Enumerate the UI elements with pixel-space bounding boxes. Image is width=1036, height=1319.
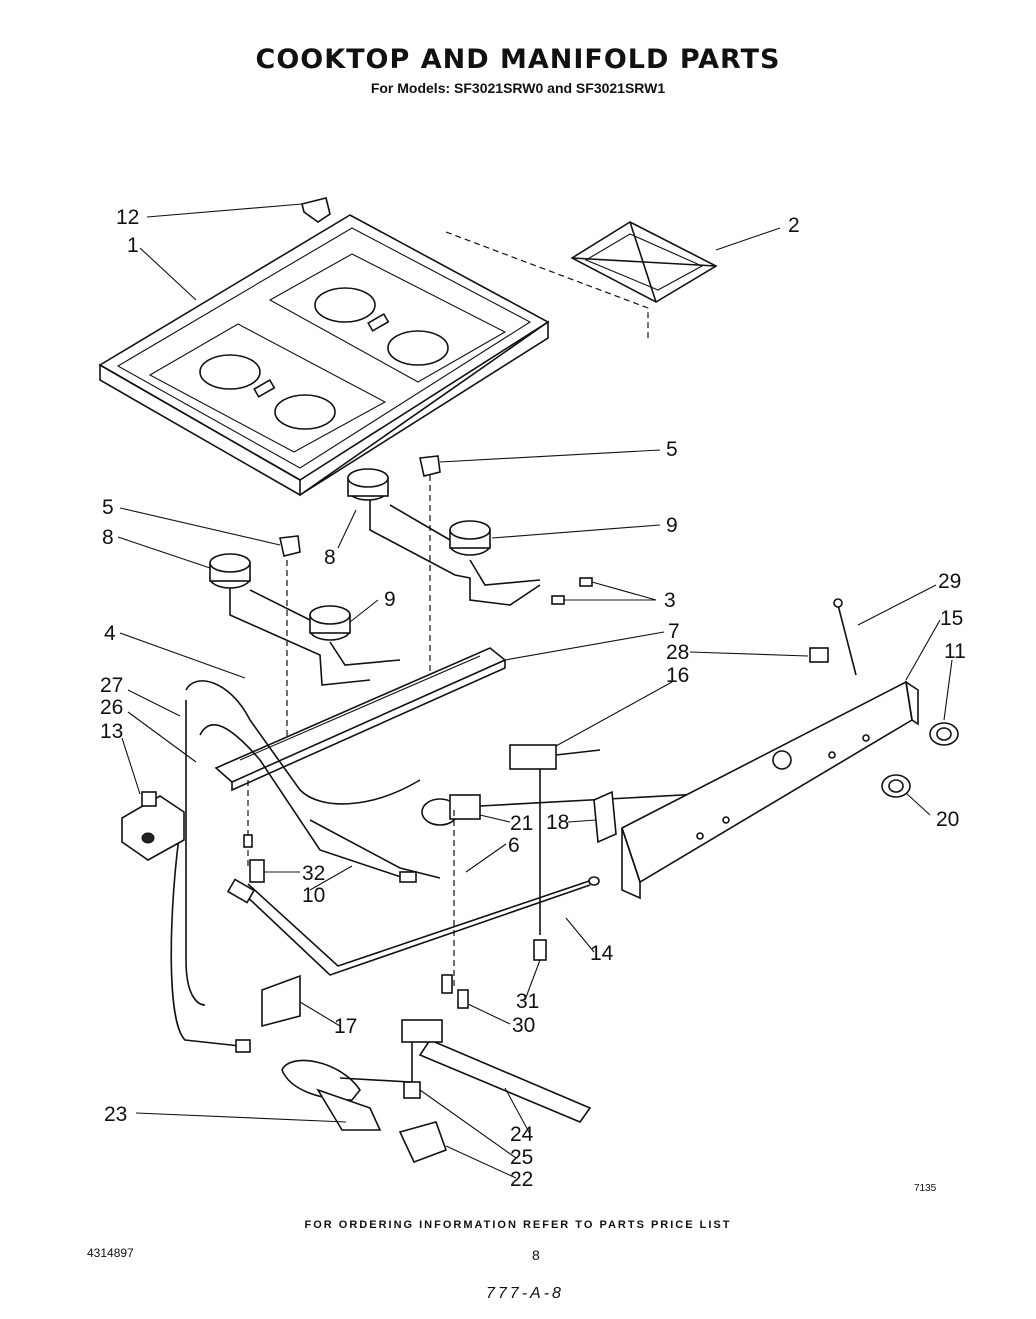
callout-11: 11 — [944, 640, 966, 663]
callout-13: 13 — [100, 720, 123, 743]
handwritten-reference: 777-A-8 — [486, 1285, 564, 1302]
valves-drawing — [421, 744, 701, 990]
bracket-12 — [301, 197, 331, 223]
callout-9-right: 9 — [666, 514, 678, 537]
leader-lines — [117, 203, 953, 1179]
callout-23: 23 — [104, 1103, 127, 1126]
part-number: 4314897 — [87, 1246, 134, 1260]
regulator-drawing — [121, 791, 185, 861]
callout-5-upper: 5 — [666, 438, 678, 461]
manifold-bracket-drawing — [214, 647, 507, 792]
screws-drawing — [243, 834, 547, 1009]
callout-17: 17 — [334, 1015, 357, 1038]
callout-18: 18 — [546, 811, 569, 834]
callout-30: 30 — [512, 1014, 535, 1037]
callout-29: 29 — [938, 570, 961, 593]
callout-24: 24 — [510, 1123, 534, 1146]
gas-tubes-drawing — [170, 680, 441, 1053]
callout-4: 4 — [104, 622, 116, 645]
control-panel-drawing — [621, 680, 919, 900]
callout-14: 14 — [590, 942, 614, 965]
burners-drawing — [209, 455, 593, 745]
callout-labels: 12 1 2 5 5 8 8 9 9 3 4 7 29 15 28 16 11 … — [100, 206, 966, 1191]
callout-15: 15 — [940, 607, 963, 630]
callout-27: 27 — [100, 674, 123, 697]
drawing-reference: 7135 — [914, 1183, 937, 1194]
callout-16: 16 — [666, 664, 689, 687]
callout-20: 20 — [936, 808, 959, 831]
callout-28: 28 — [666, 641, 689, 664]
callout-26: 26 — [100, 696, 123, 719]
callout-8-left: 8 — [102, 526, 114, 549]
page-title: COOKTOP AND MANIFOLD PARTS — [255, 44, 781, 75]
callout-10: 10 — [302, 884, 325, 907]
cooktop-drawing — [98, 214, 550, 497]
callout-32: 32 — [302, 862, 325, 885]
callout-3: 3 — [664, 589, 676, 612]
bracket-18 — [593, 790, 617, 844]
models-subtitle: For Models: SF3021SRW0 and SF3021SRW1 — [370, 80, 666, 96]
oven-burner-drawing — [281, 1019, 592, 1164]
ordering-note: FOR ORDERING INFORMATION REFER TO PARTS … — [304, 1219, 732, 1231]
knobs-drawing — [809, 598, 959, 798]
bracket-17 — [261, 974, 301, 1028]
callout-2: 2 — [788, 214, 800, 237]
callout-1: 1 — [127, 234, 139, 257]
manifold-pipe-drawing — [226, 876, 600, 976]
callout-22: 22 — [510, 1168, 533, 1191]
callout-31: 31 — [516, 990, 539, 1013]
grate-drawing — [445, 221, 718, 342]
callout-5-lower: 5 — [102, 496, 114, 519]
callout-7: 7 — [668, 620, 680, 643]
page-number: 8 — [532, 1247, 540, 1263]
callout-21: 21 — [510, 812, 533, 835]
callout-8-center: 8 — [324, 546, 336, 569]
callout-25: 25 — [510, 1146, 533, 1169]
callout-9-center: 9 — [384, 588, 396, 611]
callout-6: 6 — [508, 834, 520, 857]
callout-12: 12 — [116, 206, 139, 229]
